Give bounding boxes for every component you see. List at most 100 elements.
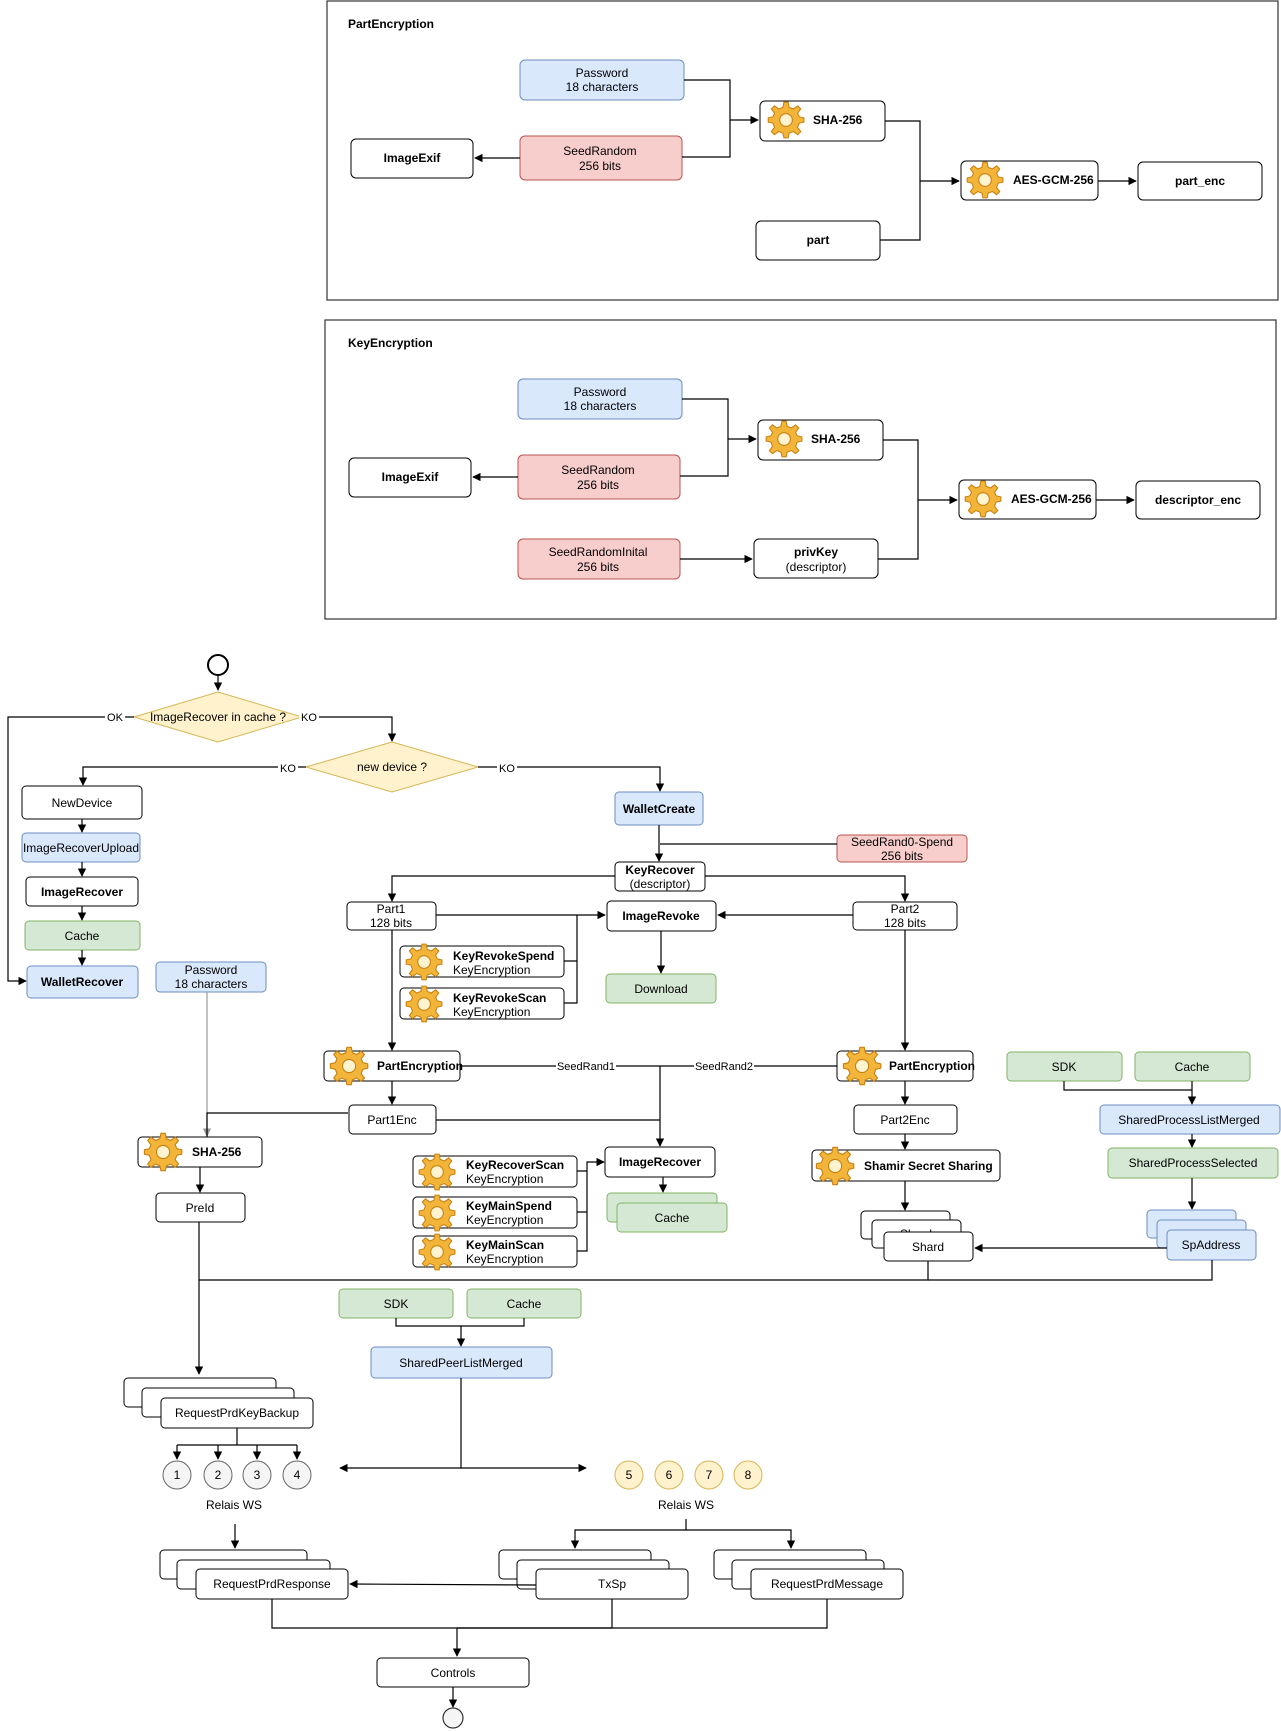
svg-text:KeyEncryption: KeyEncryption [453,1005,530,1019]
svg-text:part_enc: part_enc [1175,174,1225,188]
relay-circle-6 [654,1460,684,1490]
svg-text:KeyEncryption: KeyEncryption [466,1252,543,1266]
relay-circle-4 [282,1460,312,1490]
gear-icon [418,1233,456,1271]
key-main-spend-node: KeyMainSpend KeyEncryption [412,1194,578,1232]
sha-node: SHA-256 [137,1132,263,1172]
svg-text:KO: KO [499,763,515,775]
key-main-scan-node: KeyMainScan KeyEncryption [412,1233,578,1271]
svg-text:Cache: Cache [655,1211,690,1225]
pe-part-node: part [755,220,881,261]
part2-node: Part2 128 bits [852,901,958,931]
relay-label-1: 1 [174,1468,181,1482]
sdk-right-node: SDK [1006,1051,1123,1082]
svg-text:ImageRecover: ImageRecover [619,1155,701,1169]
preid-node: PreId [155,1192,246,1223]
key-revoke-scan-node: KeyRevokeScan KeyEncryption [399,985,565,1023]
download-node: Download [605,973,717,1004]
seed-rand0-node: SeedRand0-Spend 256 bits [836,834,968,863]
pe-aes-node: AES-GCM-256 [960,160,1099,201]
relay-circle-8 [733,1460,763,1490]
svg-text:part: part [807,233,830,247]
key-revoke-spend-node: KeyRevokeSpend KeyEncryption [399,943,565,981]
start-node [207,654,229,676]
main-flow: ImageRecover in cache ? OK KO new device… [7,654,1281,1729]
svg-text:128 bits: 128 bits [884,916,926,930]
decision-image-cache: ImageRecover in cache ? [132,691,304,743]
relay-label-5: 5 [626,1468,633,1482]
relais-ws-right-label: Relais WS [658,1498,714,1512]
svg-text:Password: Password [574,385,627,399]
svg-text:Password: Password [185,963,238,977]
cache-right-node: Cache [1134,1051,1251,1082]
ke-aes-node: AES-GCM-256 [958,479,1097,520]
password-node: Password 18 characters [155,961,267,993]
gear-icon [966,161,1004,199]
end-node [442,1707,464,1729]
svg-text:SpAddress: SpAddress [1182,1238,1241,1252]
svg-text:Download: Download [634,982,687,996]
relay-circle-5 [614,1460,644,1490]
ok-label: OK [107,712,124,724]
svg-text:Shamir Secret Sharing: Shamir Secret Sharing [864,1159,993,1173]
part1-node: Part1 128 bits [346,901,437,931]
seed-rand1-label: SeedRand1 [557,1061,615,1073]
svg-text:KeyRecover: KeyRecover [625,863,695,877]
svg-text:RequestPrdResponse: RequestPrdResponse [213,1577,331,1591]
pe-password-node: Password 18 characters [519,59,685,101]
svg-text:SeedRandom: SeedRandom [561,463,634,477]
relay-label-4: 4 [294,1468,301,1482]
controls-node: Controls [376,1657,530,1688]
tx-sp-stack: TxSp [498,1549,689,1600]
svg-text:SDK: SDK [384,1297,409,1311]
relay-label-8: 8 [745,1468,752,1482]
part2-enc-node: Part2Enc [853,1104,958,1135]
svg-text:descriptor_enc: descriptor_enc [1155,493,1241,507]
new-device-node: NewDevice [21,785,143,820]
ke-seed-initial-node: SeedRandomInital 256 bits [517,538,681,580]
svg-text:ImageRevoke: ImageRevoke [622,909,700,923]
request-prd-key-backup-stack: RequestPrdKeyBackup [123,1377,314,1429]
shared-peer-list-merged-node: SharedPeerListMerged [370,1346,553,1379]
svg-text:new device ?: new device ? [357,760,427,774]
sdk-bottom-node: SDK [338,1288,454,1319]
svg-text:ImageExif: ImageExif [384,151,442,165]
svg-text:256 bits: 256 bits [577,478,619,492]
svg-text:ImageRecoverUpload: ImageRecoverUpload [23,841,139,855]
svg-text:128 bits: 128 bits [370,916,412,930]
svg-text:AES-GCM-256: AES-GCM-256 [1011,492,1092,506]
svg-text:Part2Enc: Part2Enc [880,1113,929,1127]
svg-text:Controls: Controls [431,1666,476,1680]
seed-rand2-label: SeedRand2 [695,1061,753,1073]
relay-circle-1 [162,1460,192,1490]
svg-text:privKey: privKey [794,545,838,559]
relay-label-6: 6 [666,1468,673,1482]
image-recover-node: ImageRecover [25,876,139,907]
key-recover-node: KeyRecover (descriptor) [614,861,706,892]
relay-label-3: 3 [254,1468,261,1482]
svg-text:SHA-256: SHA-256 [813,113,863,127]
image-revoke-node: ImageRevoke [606,900,717,932]
svg-text:AES-GCM-256: AES-GCM-256 [1013,173,1094,187]
svg-text:ImageRecover in cache ?: ImageRecover in cache ? [150,710,286,724]
gear-icon [418,1153,456,1191]
gear-icon [143,1132,183,1172]
svg-text:SharedProcessSelected: SharedProcessSelected [1129,1156,1258,1170]
svg-text:18 characters: 18 characters [566,80,639,94]
svg-text:SeedRandomInital: SeedRandomInital [549,545,648,559]
key-encryption-title: KeyEncryption [348,336,433,350]
shared-process-list-merged-node: SharedProcessListMerged [1099,1104,1281,1135]
svg-text:Cache: Cache [65,929,100,943]
pe-output-node: part_enc [1137,161,1263,201]
image-recover-mid-node: ImageRecover [604,1146,716,1178]
svg-text:KeyMainScan: KeyMainScan [466,1238,544,1252]
svg-text:KeyEncryption: KeyEncryption [453,963,530,977]
part-encryption-left-node: PartEncryption [323,1046,463,1086]
gear-icon [767,101,805,139]
relay-circle-3 [242,1460,272,1490]
svg-text:PreId: PreId [186,1201,215,1215]
svg-text:KeyRevokeSpend: KeyRevokeSpend [453,949,554,963]
